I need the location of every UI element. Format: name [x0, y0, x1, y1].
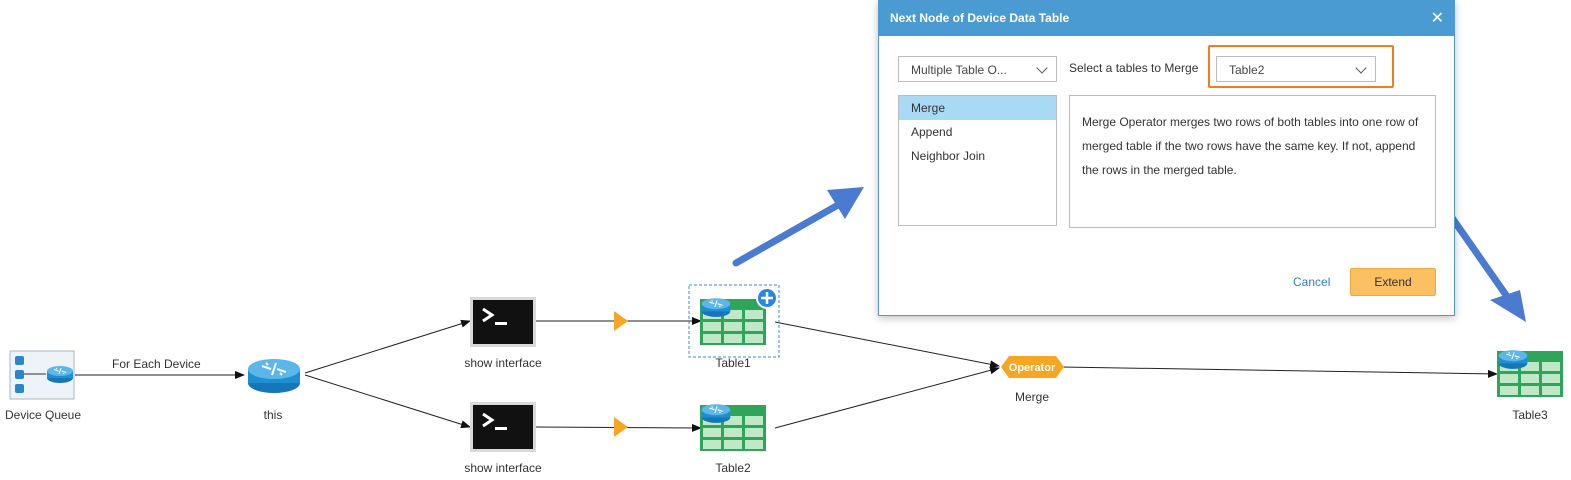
highlight-frame — [1208, 45, 1394, 88]
table-icon[interactable] — [700, 403, 766, 451]
table3-label: Table3 — [1512, 408, 1548, 422]
edge-this-to-terminal-top — [304, 319, 471, 374]
merge-node-label: Merge — [1014, 390, 1050, 404]
edge-table2-to-operator — [774, 366, 1000, 429]
this-label: this — [263, 408, 283, 422]
edge-table1-to-operator — [774, 321, 1000, 369]
operation-item-neighbor-join[interactable]: Neighbor Join — [911, 149, 986, 163]
show-interface-bottom-label: show interface — [464, 461, 542, 475]
next-node-dialog: Next Node of Device Data Table ✕ Multipl… — [878, 0, 1455, 316]
operation-description: Merge Operator merges two rows of both t… — [1069, 95, 1436, 228]
operation-item-merge[interactable]: Merge — [899, 96, 1056, 120]
flow-arrow-top-icon — [614, 311, 628, 331]
terminal-icon[interactable] — [470, 402, 536, 452]
chevron-down-icon — [1355, 62, 1367, 74]
table-icon[interactable] — [700, 297, 766, 345]
dialog-title: Next Node of Device Data Table — [890, 11, 1070, 25]
table1-selection-frame — [688, 284, 780, 358]
merge-target-select[interactable]: Table2 — [1216, 56, 1376, 82]
dialog-header: Next Node of Device Data Table ✕ — [879, 1, 1454, 36]
router-icon[interactable] — [247, 358, 301, 394]
merge-target-label: Select a tables to Merge — [1069, 61, 1199, 75]
edge-operator-to-table3 — [1061, 366, 1498, 378]
operation-list: Merge Append Neighbor Join — [898, 95, 1057, 226]
cancel-button[interactable]: Cancel — [1293, 275, 1331, 289]
device-queue-icon[interactable] — [9, 350, 75, 400]
operator-icon[interactable]: Operator — [1001, 356, 1064, 378]
table1-label: Table1 — [715, 356, 751, 370]
table-icon[interactable] — [1497, 349, 1563, 397]
plus-icon[interactable] — [756, 287, 778, 309]
operation-item-append[interactable]: Append — [911, 125, 953, 139]
chevron-down-icon — [1036, 62, 1048, 74]
flow-arrow-bottom-icon — [614, 417, 628, 437]
operation-type-select[interactable]: Multiple Table O... — [898, 56, 1057, 82]
terminal-icon[interactable] — [470, 297, 536, 347]
merge-target-value: Table2 — [1229, 63, 1265, 77]
close-icon[interactable]: ✕ — [1430, 10, 1444, 27]
svg-text:Operator: Operator — [1009, 362, 1056, 374]
device-queue-label: Device Queue — [4, 408, 82, 422]
annotation-arrow — [732, 187, 864, 267]
operation-type-value: Multiple Table O... — [911, 63, 1007, 77]
extend-button[interactable]: Extend — [1350, 268, 1436, 296]
show-interface-top-label: show interface — [464, 356, 542, 370]
edge-this-to-terminal-bottom — [304, 374, 471, 429]
for-each-device-label: For Each Device — [112, 357, 201, 371]
table2-label: Table2 — [715, 461, 751, 475]
